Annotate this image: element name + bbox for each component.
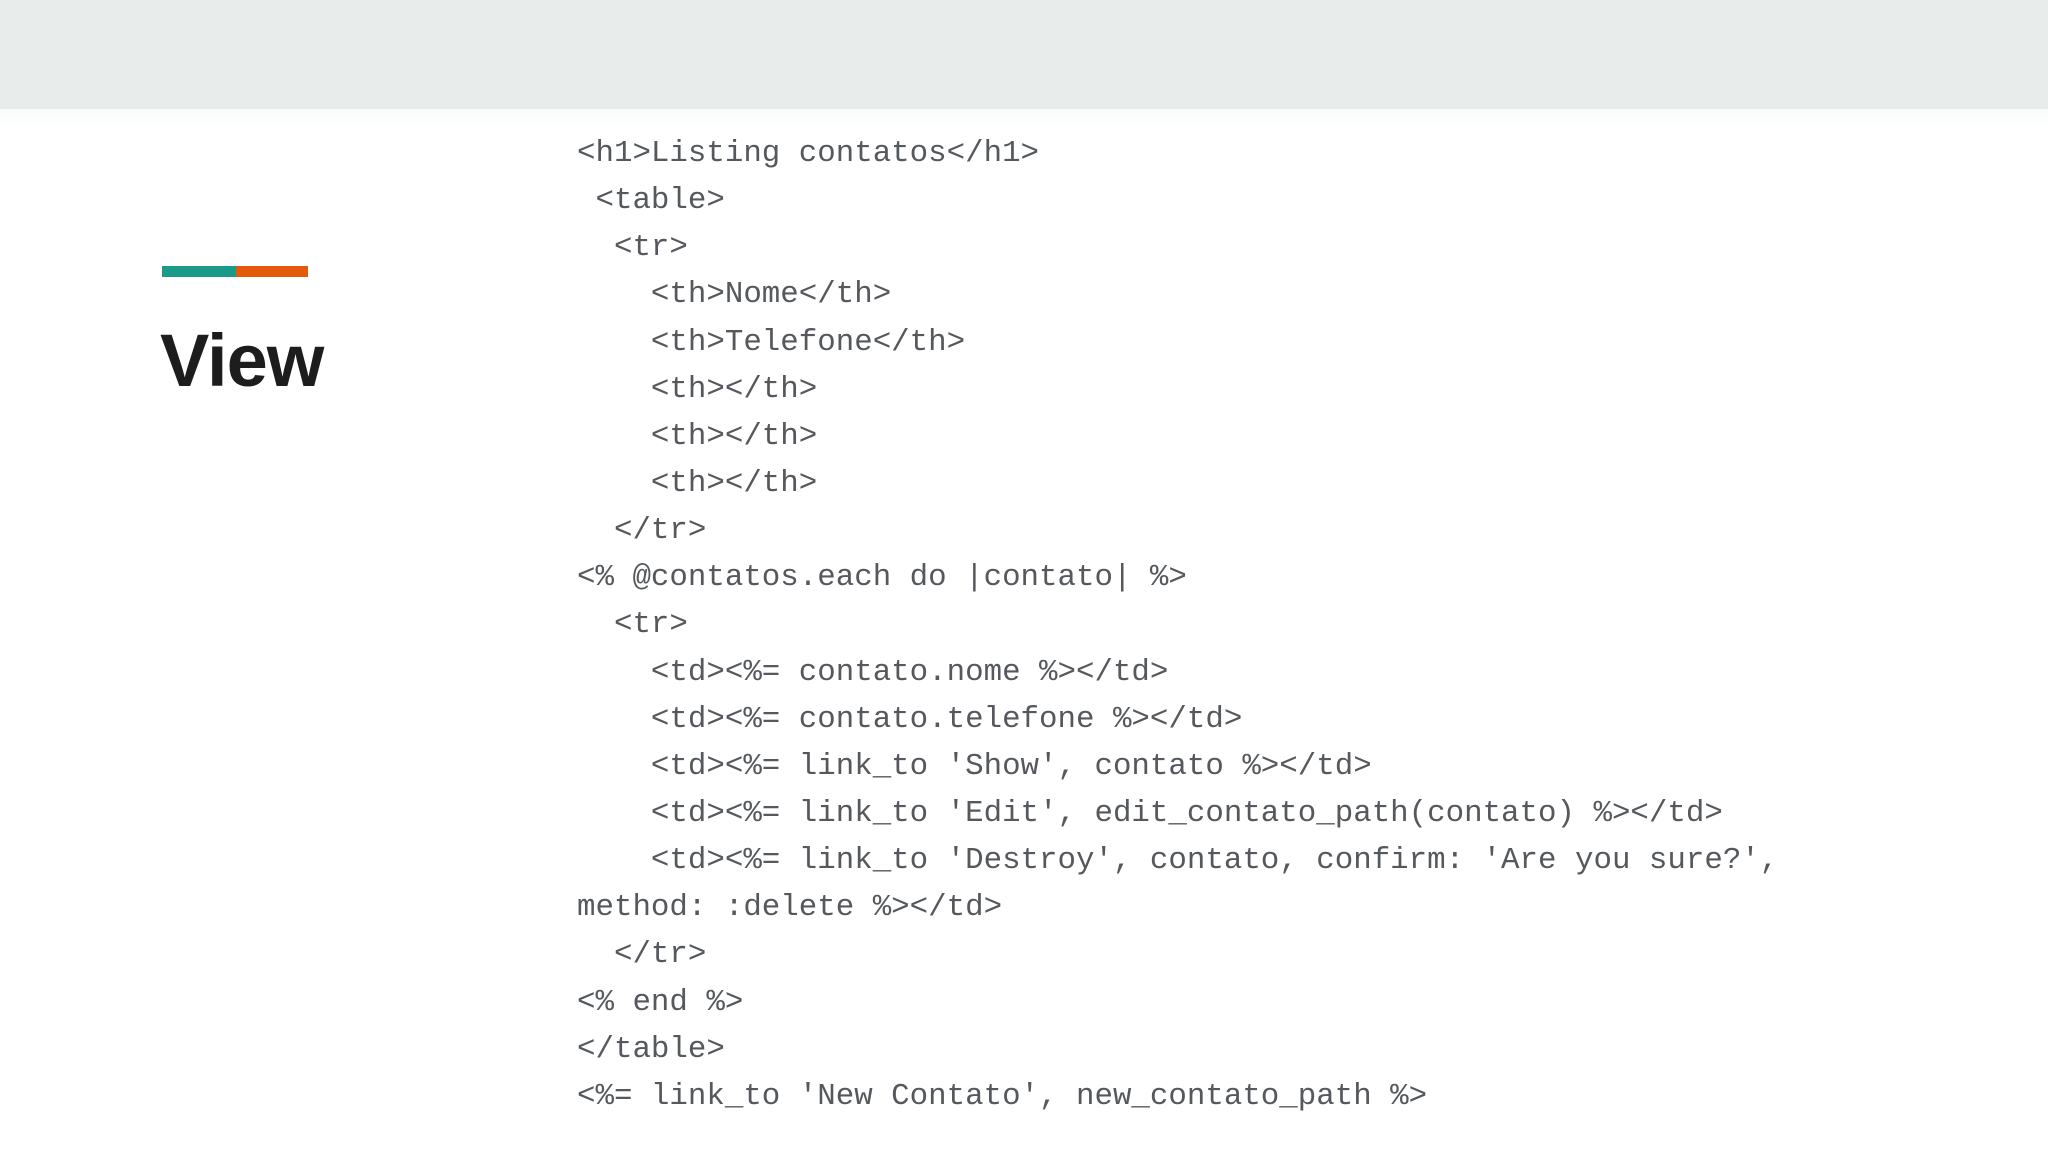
accent-bar-orange-segment [236, 266, 308, 277]
accent-bar-teal-segment [162, 266, 236, 277]
code-line: <%= link_to 'New Contato', new_contato_p… [577, 1078, 1428, 1114]
code-line: <th></th> [577, 418, 818, 454]
code-line: <th></th> [577, 465, 818, 501]
code-block: <h1>Listing contatos</h1> <table> <tr> <… [577, 130, 1778, 1120]
code-line: <% @contatos.each do |contato| %> [577, 560, 1187, 596]
code-line: <table> [577, 183, 725, 219]
code-line: <td><%= contato.telefone %></td> [577, 701, 1243, 737]
code-line: <td><%= link_to 'Edit', edit_contato_pat… [577, 795, 1723, 831]
code-line: <th>Nome</th> [577, 277, 892, 313]
code-line: <td><%= contato.nome %></td> [577, 654, 1169, 690]
code-line: <th>Telefone</th> [577, 324, 966, 360]
code-line: <tr> [577, 230, 688, 266]
code-line: method: :delete %></td> [577, 890, 1003, 926]
code-line: <h1>Listing contatos</h1> [577, 136, 1040, 171]
code-line: </tr> [577, 513, 707, 549]
code-line: <td><%= link_to 'Show', contato %></td> [577, 748, 1372, 784]
header-band-shadow [0, 109, 2048, 129]
code-line: </tr> [577, 937, 707, 973]
code-line: <th></th> [577, 371, 818, 407]
header-band [0, 0, 2048, 109]
code-line: <tr> [577, 607, 688, 643]
slide-title: View [160, 319, 324, 402]
accent-bar [162, 266, 308, 277]
code-line: <% end %> [577, 984, 744, 1020]
code-line: <td><%= link_to 'Destroy', contato, conf… [577, 843, 1779, 879]
code-line: </table> [577, 1031, 725, 1067]
